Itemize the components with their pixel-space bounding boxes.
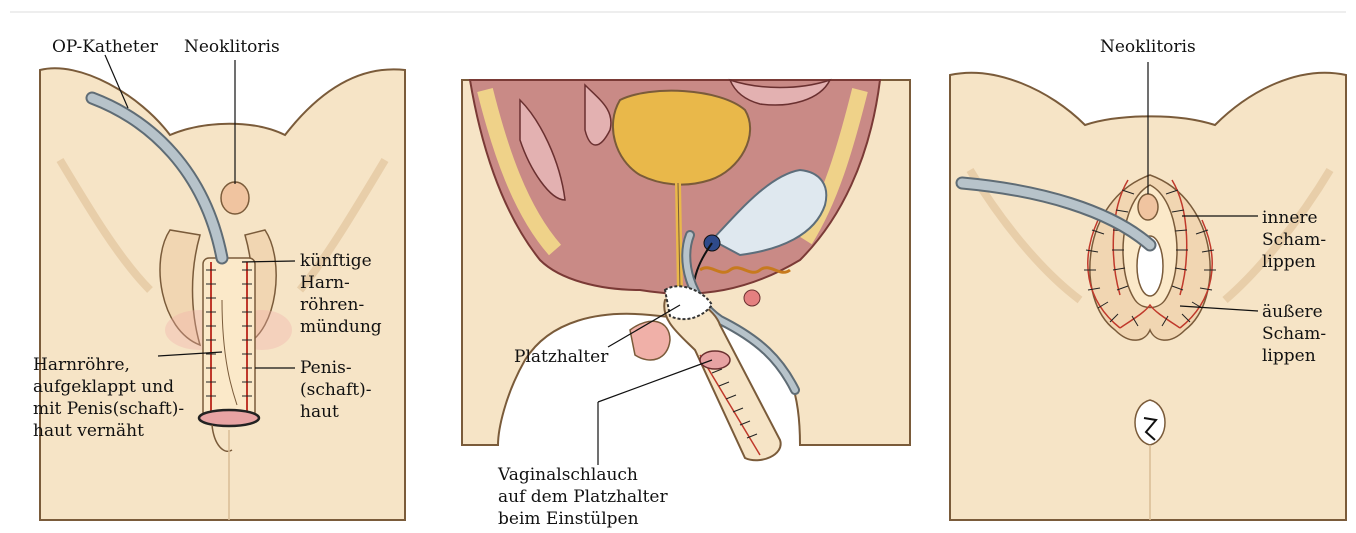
label-inner-labia: innere Scham- lippen: [1262, 207, 1326, 273]
left-neoclitoris: [221, 182, 249, 214]
left-urethra-stump: [199, 410, 259, 426]
right-neoclitoris: [1138, 194, 1158, 220]
label-neoclitoris-left: Neoklitoris: [184, 36, 280, 58]
middle-panel-figure: [462, 80, 910, 465]
right-panel-figure: [950, 62, 1346, 520]
label-op-catheter: OP-Katheter: [52, 36, 158, 58]
label-neoclitoris-right: Neoklitoris: [1100, 36, 1196, 58]
label-future-urethral-opening: künftige Harn- röhren- mündung: [300, 250, 382, 338]
label-outer-labia: äußere Scham- lippen: [1262, 301, 1326, 367]
label-vaginal-tube: Vaginalschlauch auf dem Platzhalter beim…: [498, 464, 668, 530]
label-urethra-sutured: Harnröhre, aufgeklappt und mit Penis(sch…: [33, 354, 184, 442]
label-placeholder: Platzhalter: [514, 346, 608, 368]
label-penile-skin: Penis- (schaft)- haut: [300, 357, 371, 423]
